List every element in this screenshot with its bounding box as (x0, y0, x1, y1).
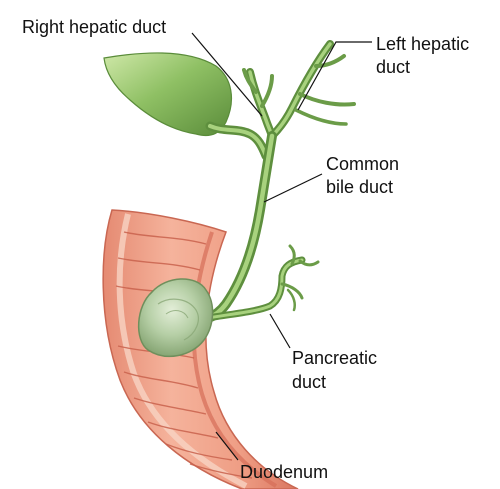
common-bile-duct (203, 131, 277, 323)
biliary-ducts (203, 40, 356, 323)
duodenum (102, 209, 299, 489)
leader-duodenum (215, 431, 239, 461)
leader-pancreatic-duct (269, 313, 291, 349)
duodenum-folds (115, 231, 253, 479)
leader-lines (191, 32, 372, 461)
label-common-bile-duct-line2: bile duct (326, 177, 393, 197)
label-right-hepatic-duct: Right hepatic duct (22, 17, 166, 37)
gallstone (137, 278, 214, 358)
label-pancreatic-duct-line2: duct (292, 372, 326, 392)
leader-right-hepatic-duct (191, 32, 263, 117)
duodenum-inner-wall-left (116, 213, 248, 489)
leader-left-hepatic-duct (297, 41, 372, 111)
duodenum-outer-wall (102, 209, 299, 489)
label-left-hepatic-duct-line2: duct (376, 57, 410, 77)
label-common-bile-duct-line1: Common (326, 154, 399, 174)
leader-common-bile-duct (263, 173, 323, 203)
label-left-hepatic-duct-line1: Left hepatic (376, 34, 469, 54)
label-duodenum: Duodenum (240, 462, 328, 482)
labels: Right hepatic duct Left hepatic duct Com… (22, 17, 469, 482)
label-pancreatic-duct-line1: Pancreatic (292, 348, 377, 368)
